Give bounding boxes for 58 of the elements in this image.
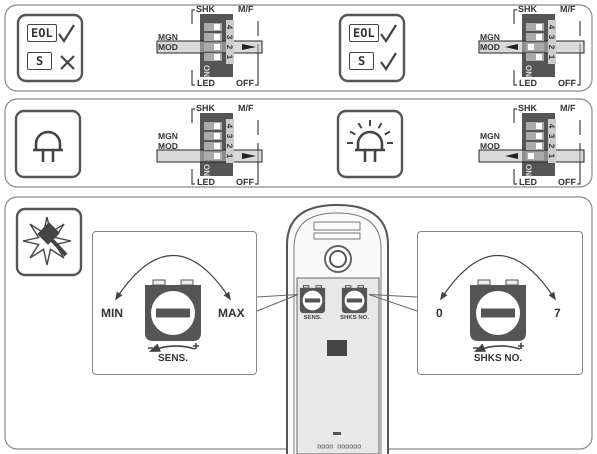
mode-name: MGN — [158, 33, 178, 42]
mode-name: MOD — [158, 142, 178, 150]
switch-label: LED — [519, 178, 537, 187]
scale-end-label: 0 — [436, 307, 443, 319]
mode-label: S — [349, 52, 374, 70]
switch-label: OFF — [558, 79, 576, 88]
mode-name: MGN — [480, 33, 500, 42]
switch-number: 1 — [225, 54, 234, 60]
switch-number: 3 — [225, 134, 234, 138]
mode-label: EOL — [27, 24, 57, 42]
control-name: SHKS NO. — [474, 354, 522, 364]
switch-on-label: ON — [524, 64, 532, 76]
switch-label: LED — [197, 79, 215, 88]
switch-number: 2 — [225, 44, 234, 50]
switch-number: 1 — [547, 54, 556, 60]
switch-label: M/F — [238, 104, 254, 113]
switch-on-label: ON — [524, 164, 532, 176]
switch-on-label: ON — [202, 64, 210, 76]
switch-number: 4 — [225, 24, 234, 30]
switch-label: M/F — [238, 5, 254, 14]
switch-label: OFF — [236, 79, 254, 88]
leader-line — [256, 294, 298, 312]
switch-number: 2 — [225, 144, 234, 148]
switch-number: 3 — [225, 34, 234, 40]
switch-number: 1 — [547, 154, 556, 158]
mode-label: EOL — [349, 24, 379, 42]
detail-callout — [417, 231, 583, 375]
switch-number: 2 — [547, 144, 556, 148]
mode-name: MOD — [158, 42, 178, 51]
switch-label: OFF — [558, 178, 576, 187]
scale-end-label: 7 — [554, 307, 561, 319]
switch-label: OFF — [236, 178, 254, 187]
switch-number: 4 — [547, 24, 556, 30]
switch-label: M/F — [560, 104, 576, 113]
switch-label: SHK — [518, 104, 538, 113]
detail-callout — [92, 231, 257, 375]
switch-label: SHK — [196, 104, 216, 113]
switch-number: 2 — [547, 44, 556, 50]
switch-label: M/F — [560, 5, 576, 14]
switch-on-label: ON — [202, 164, 210, 176]
mode-name: MOD — [480, 142, 500, 150]
control-name: SENS. — [158, 354, 188, 364]
switch-number: 1 — [225, 154, 234, 158]
mode-name: MGN — [158, 132, 178, 140]
switch-number: 4 — [225, 124, 234, 128]
mode-label: S — [27, 52, 52, 70]
scale-end-label: MIN — [101, 307, 123, 319]
mode-name: MOD — [480, 42, 500, 51]
switch-number: 3 — [547, 134, 556, 138]
switch-label: LED — [197, 178, 215, 187]
switch-label: SHK — [196, 5, 216, 14]
mode-name: MGN — [480, 132, 500, 140]
switch-number: 4 — [547, 124, 556, 128]
scale-end-label: MAX — [218, 307, 245, 319]
leader-line — [368, 294, 418, 312]
switch-label: LED — [519, 79, 537, 88]
switch-label: SHK — [518, 5, 538, 14]
switch-number: 3 — [547, 34, 556, 40]
